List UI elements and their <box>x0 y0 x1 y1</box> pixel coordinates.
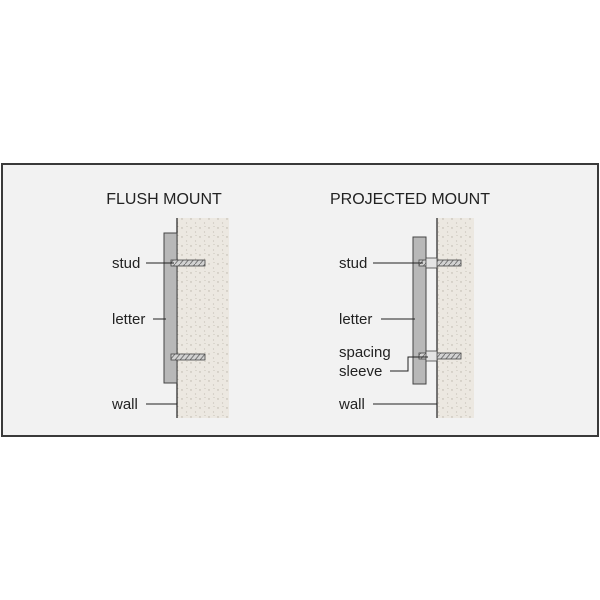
projected-sleeve-leader <box>390 356 428 372</box>
projected-stud-label: stud <box>339 255 367 272</box>
flush-stud-label: stud <box>112 255 140 272</box>
projected-mount-section: PROJECTED MOUNT stud letter spacing slee… <box>330 191 490 418</box>
flush-mount-section: FLUSH MOUNT stud letter wall <box>106 191 229 418</box>
flush-wall-label: wall <box>111 396 138 413</box>
flush-stud-bottom <box>170 353 206 361</box>
projected-wall-label: wall <box>338 396 365 413</box>
flush-mount-title: FLUSH MOUNT <box>106 191 222 208</box>
diagram-frame <box>1 163 599 437</box>
projected-sleeve-top <box>425 257 438 269</box>
projected-spacing-label: spacing <box>339 344 391 361</box>
projected-mount-title: PROJECTED MOUNT <box>330 191 490 208</box>
projected-letter-label: letter <box>339 311 372 328</box>
projected-wall <box>437 218 474 418</box>
projected-letter <box>412 236 427 385</box>
projected-sleeve-label: sleeve <box>339 363 382 380</box>
flush-letter-label: letter <box>112 311 145 328</box>
projected-stud-top <box>418 259 462 267</box>
flush-wall <box>177 218 229 418</box>
projected-sleeve-bottom <box>425 350 438 362</box>
projected-stud-bottom <box>418 352 462 360</box>
flush-stud-top <box>170 259 206 267</box>
flush-letter <box>163 232 178 384</box>
